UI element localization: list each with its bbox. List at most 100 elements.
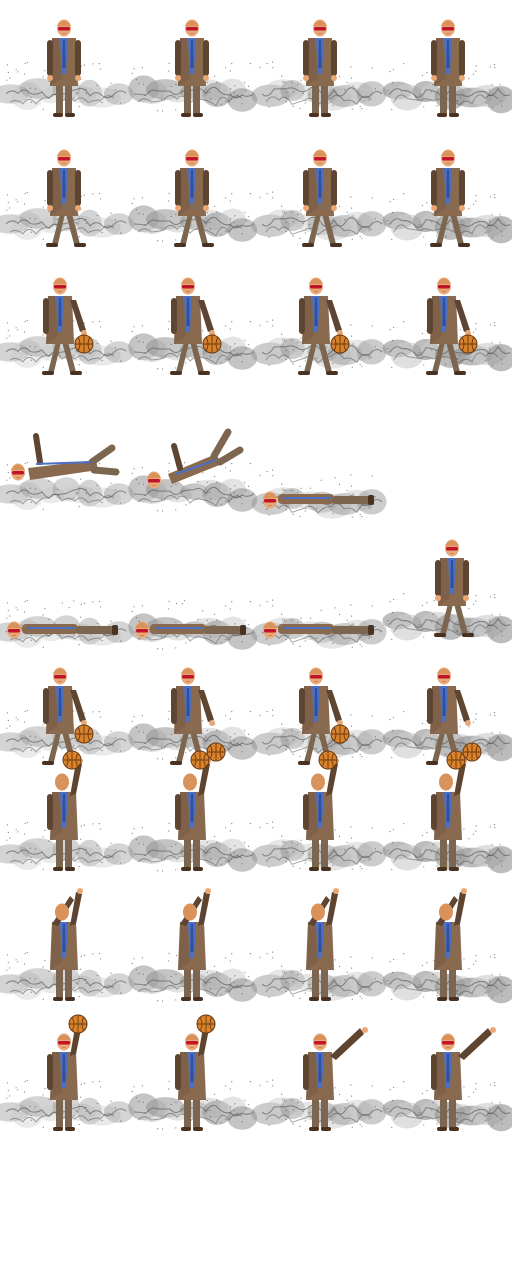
smoke-cloud [0,599,134,648]
sprite-get-up-frame [251,599,387,649]
basketball [330,724,350,744]
sprite-idle-frame [382,19,512,117]
character-head [147,471,161,489]
sprite-frame-dribble-low [128,648,258,776]
character-body [302,168,342,247]
character-arms [47,40,81,81]
smoke-cloud [128,822,258,872]
sprite-shoot-front-frame [128,1014,258,1131]
character-head [11,463,25,481]
sprite-dribble-low-frame [251,667,387,765]
character-lying [11,433,120,481]
sprite-idle-frame [128,19,258,117]
smoke-cloud [251,61,387,111]
basketball [462,742,482,762]
sprite-fall-frame [128,428,258,512]
basketball [206,742,226,762]
sunglasses [442,1041,454,1045]
character-head [313,19,327,37]
character-head [55,773,69,791]
basketball [74,724,94,744]
sprite-frame-fall [128,400,258,528]
character-body [434,922,462,1001]
character-head [135,621,149,639]
sunglasses [58,27,70,31]
sprite-frame-dribble-low [382,648,512,776]
smoke-cloud [251,951,387,1001]
character-head [439,903,453,921]
character-body [434,792,462,871]
character-arms [435,560,469,601]
sprite-frame-get-up [128,530,258,658]
sprite-walk-frame [382,149,512,247]
character-body [174,168,214,247]
smoke-cloud [382,953,512,1004]
sprite-get-up-frame [382,539,512,644]
character-arms [175,170,209,211]
character-body [434,1052,462,1131]
character-arms [43,688,87,726]
sprite-walk-frame [128,149,258,247]
sprite-fall-frame [0,433,134,510]
character-body [306,1052,334,1131]
character-head [313,1033,327,1051]
character-body [430,168,470,247]
character-head [57,1033,71,1051]
sunglasses [186,27,198,31]
character-head [57,19,71,37]
sprite-frame-release-back [251,888,387,1018]
sunglasses [314,27,326,31]
sprite-frame-dribble [128,258,258,386]
sprite-get-up-frame [128,600,258,650]
sprite-dribble-low-frame [128,667,258,765]
sprite-frame-shoot-back [251,750,387,888]
sprite-frame-walk [0,130,134,258]
character-head [439,773,453,791]
sprite-idle-frame [0,19,134,117]
character-arms [43,298,87,336]
character-arms [427,298,471,336]
sprite-release-back-frame [128,888,258,1002]
basketball [202,334,222,354]
sprite-release-back-frame [382,888,512,1004]
sprite-frame-release-back [382,888,512,1018]
sprite-dribble-frame [0,277,134,375]
sprite-shoot-front-frame [0,1014,134,1131]
sprite-frame-fall [251,400,387,528]
sprite-dribble-frame [128,277,258,375]
character-arms [431,1027,496,1090]
smoke-cloud [128,462,258,512]
character-head [181,277,195,295]
sunglasses [186,1041,198,1045]
character-lying [147,428,244,489]
sprite-shoot-back-frame [251,750,387,871]
character-body [434,558,474,637]
sprite-dribble-frame [382,277,512,375]
sunglasses [310,675,322,679]
character-head [441,1033,455,1051]
sunglasses [310,285,322,289]
basketball [196,1014,216,1034]
sprite-frame-dribble [251,258,387,386]
character-arms [171,298,215,336]
sprite-frame-fall [0,400,134,528]
sprite-fall-frame [251,469,387,519]
sprite-frame-shoot-back [382,750,512,888]
character-head [309,277,323,295]
character-arms [303,170,337,211]
character-head [437,277,451,295]
character-lying [263,621,374,639]
sprite-release-back-frame [251,888,387,1001]
character-head [53,667,67,685]
character-lying [135,621,246,639]
sunglasses [264,629,276,633]
sprite-frame-dribble [0,258,134,386]
sprite-frame-idle [128,0,258,128]
sprite-release-back-frame [0,888,134,1001]
sprite-frame-idle [0,0,134,128]
character-lying [263,491,374,509]
sunglasses [148,479,160,483]
sprite-frame-shoot-front [382,1018,512,1146]
sunglasses [314,157,326,161]
